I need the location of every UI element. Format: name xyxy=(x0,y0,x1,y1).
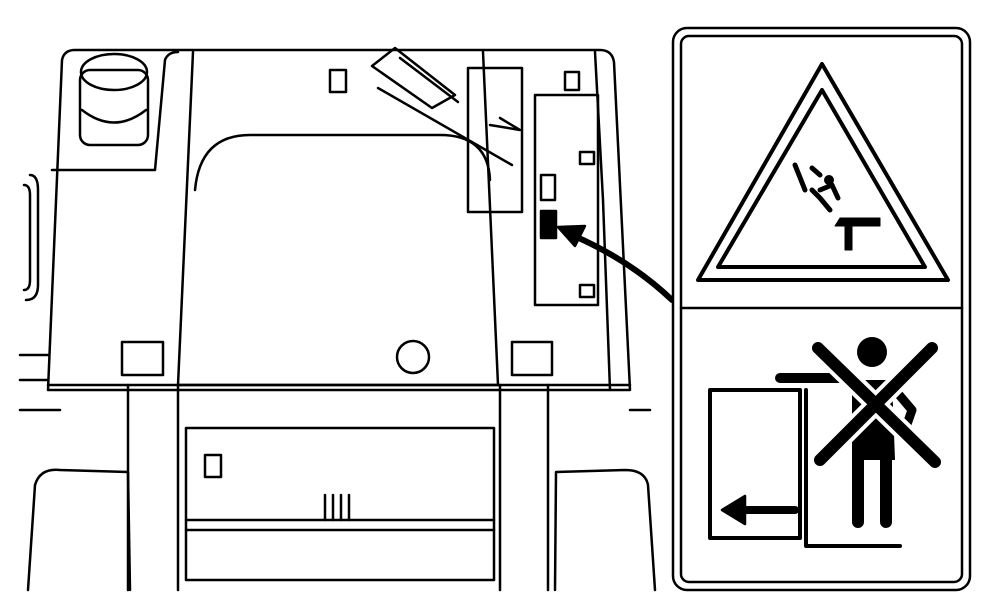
safety-decal xyxy=(671,26,972,592)
fall-hazard-triangle-icon xyxy=(696,62,950,282)
decal-panel xyxy=(533,93,600,307)
no-standing-crossed-person-icon xyxy=(708,337,945,548)
lower-frame xyxy=(126,383,550,592)
tire-left xyxy=(26,468,132,592)
machine-body xyxy=(18,48,652,412)
beacon-light xyxy=(78,52,150,147)
decal-location-marker xyxy=(539,209,558,240)
small-panel xyxy=(563,70,581,92)
tail-light-right xyxy=(510,340,554,377)
tire-right xyxy=(553,468,657,592)
small-panel xyxy=(328,68,348,94)
hitch-hole xyxy=(395,339,431,375)
tail-light-left xyxy=(120,340,165,377)
callout-arrow-icon xyxy=(556,224,675,303)
handle xyxy=(370,46,522,167)
side-panel xyxy=(466,66,524,214)
